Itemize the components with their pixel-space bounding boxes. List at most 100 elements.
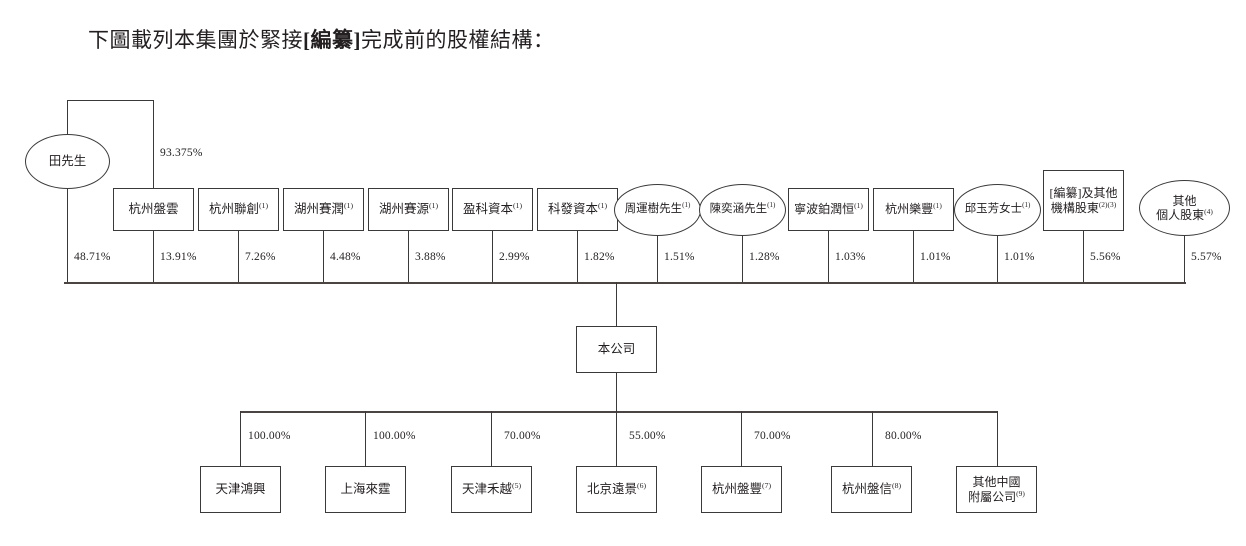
footnote-ref-sub-6: (9) (1016, 488, 1025, 498)
footnote-ref-2: (1) (258, 200, 269, 210)
footnote-ref-7: (1) (682, 201, 691, 210)
company-node[interactable]: 本公司 (576, 326, 657, 373)
shareholder-node-yingke-capital[interactable]: 盈科資本(1) (452, 188, 533, 231)
drop-line-8 (742, 235, 744, 283)
drop-line-1 (153, 230, 155, 283)
shareholder-pct-3: 4.48% (330, 251, 361, 263)
subsidiary-node-tianjin-hongxing[interactable]: 天津鴻興 (200, 466, 281, 513)
sub-drop-line-6 (997, 411, 999, 466)
connector-controller-up (67, 100, 69, 142)
shareholder-bus-line (64, 282, 1186, 284)
connector-company-to-sub-bus (616, 373, 618, 412)
sub-drop-line-3 (616, 411, 618, 466)
footnote-ref-sub-4: (7) (761, 480, 772, 490)
sub-drop-line-2 (491, 411, 493, 466)
drop-line-3 (323, 230, 325, 283)
subsidiary-pct-2: 70.00% (504, 430, 541, 442)
subsidiary-node-shanghai-laiting[interactable]: 上海來霆 (325, 466, 406, 513)
shareholder-pct-5: 2.99% (499, 251, 530, 263)
shareholder-pct-8: 1.28% (749, 251, 780, 263)
footnote-ref-sub-2: (5) (511, 480, 522, 490)
shareholder-label-7: 周運樹先生(1) (624, 201, 691, 216)
footnote-ref-sub-3: (6) (636, 480, 647, 490)
footnote-ref-5: (1) (512, 200, 523, 210)
drop-line-4 (408, 230, 410, 283)
subsidiary-node-other-prc-subsidiaries[interactable]: 其他中國 附屬公司(9) (956, 466, 1037, 513)
footnote-ref-3: (1) (343, 200, 354, 210)
title-prefix: 下圖載列本集團於緊接 (88, 28, 303, 52)
footnote-ref-13: (4) (1204, 207, 1213, 216)
shareholder-node-chen-yihan[interactable]: 陳奕涵先生(1) (699, 184, 786, 236)
shareholder-pct-9: 1.03% (835, 251, 866, 263)
shareholder-label-13: 其他 個人股東(4) (1156, 193, 1213, 222)
subsidiary-pct-4: 70.00% (754, 430, 791, 442)
connector-controller-across (67, 100, 154, 102)
shareholder-pct-13: 5.57% (1191, 251, 1222, 263)
control-pct-label: 93.375% (160, 147, 203, 159)
drop-line-10 (913, 230, 915, 283)
shareholder-node-other-individual-shareholders[interactable]: 其他 個人股東(4) (1139, 180, 1230, 236)
shareholder-node-zhou-yunshu[interactable]: 周運樹先生(1) (614, 184, 701, 236)
shareholder-node-hangzhou-lefeng[interactable]: 杭州樂豐(1) (873, 188, 954, 231)
subsidiary-node-hangzhou-panfeng[interactable]: 杭州盤豐(7) (701, 466, 782, 513)
shareholder-node-tian-xiansheng[interactable]: 田先生 (25, 134, 110, 189)
sub-drop-line-0 (240, 411, 242, 466)
footnote-ref-6: (1) (597, 200, 608, 210)
subsidiary-node-hangzhou-panxin[interactable]: 杭州盤信(8) (831, 466, 912, 513)
shareholder-label-0: 田先生 (48, 154, 87, 169)
connector-bus-to-company (616, 282, 618, 326)
subsidiary-pct-1: 100.00% (373, 430, 416, 442)
connector-controller-down-to-panyun (153, 100, 155, 188)
shareholder-node-qiu-yufang[interactable]: 邱玉芳女士(1) (954, 184, 1041, 236)
shareholder-label-10: 杭州樂豐(1) (885, 201, 942, 217)
footnote-ref-8: (1) (767, 201, 776, 210)
shareholder-pct-1: 13.91% (160, 251, 197, 263)
shareholder-node-hangzhou-panyun[interactable]: 杭州盤雲 (113, 188, 194, 231)
subsidiary-node-tianjin-heyue[interactable]: 天津禾越(5) (451, 466, 532, 513)
title-bracketed-term: [編纂] (303, 28, 361, 52)
shareholder-pct-10: 1.01% (920, 251, 951, 263)
shareholder-node-huzhou-sairun[interactable]: 湖州賽潤(1) (283, 188, 364, 231)
drop-line-5 (492, 230, 494, 283)
shareholder-label-6: 科發資本(1) (547, 200, 608, 217)
drop-line-11 (997, 235, 999, 283)
subsidiary-pct-0: 100.00% (248, 430, 291, 442)
shareholder-label-8: 陳奕涵先生(1) (709, 201, 776, 216)
shareholder-label-3: 湖州賽潤(1) (293, 200, 354, 217)
sub-drop-line-5 (872, 411, 874, 466)
shareholder-node-hangzhou-lianchuang[interactable]: 杭州聯創(1) (198, 188, 279, 231)
shareholder-label-2: 杭州聯創(1) (208, 200, 269, 217)
shareholder-pct-0: 48.71% (74, 251, 111, 263)
shareholder-pct-6: 1.82% (584, 251, 615, 263)
shareholder-label-4: 湖州賽源(1) (378, 200, 439, 217)
shareholder-label-1: 杭州盤雲 (128, 202, 179, 217)
subsidiary-label-1: 上海來霆 (340, 482, 391, 497)
shareholder-node-institutional-shareholders[interactable]: [編纂]及其他 機構股東(2)(3) (1043, 170, 1124, 231)
shareholder-label-9: 寧波鉑潤恒(1) (794, 201, 863, 217)
subsidiary-node-beijing-yuanjing[interactable]: 北京遠景(6) (576, 466, 657, 513)
footnote-ref-10: (1) (933, 201, 942, 211)
footnote-ref-sub-5: (8) (891, 480, 902, 490)
sub-drop-line-1 (365, 411, 367, 466)
subsidiary-pct-5: 80.00% (885, 430, 922, 442)
sub-drop-line-4 (741, 411, 743, 466)
shareholder-node-ningbo-borunheng[interactable]: 寧波鉑潤恒(1) (788, 188, 869, 231)
footnote-ref-12: (2)(3) (1098, 199, 1117, 209)
shareholder-pct-11: 1.01% (1004, 251, 1035, 263)
drop-line-9 (828, 230, 830, 283)
shareholder-node-kefa-capital[interactable]: 科發資本(1) (537, 188, 618, 231)
shareholder-pct-2: 7.26% (245, 251, 276, 263)
subsidiary-label-6: 其他中國 附屬公司(9) (968, 475, 1025, 504)
subsidiary-label-4: 杭州盤豐(7) (711, 480, 772, 497)
subsidiary-label-5: 杭州盤信(8) (841, 480, 902, 497)
subsidiary-bus-line (240, 411, 998, 413)
subsidiary-label-3: 北京遠景(6) (586, 480, 647, 497)
subsidiary-pct-3: 55.00% (629, 430, 666, 442)
shareholder-label-11: 邱玉芳女士(1) (964, 201, 1031, 216)
drop-line-7 (657, 235, 659, 283)
shareholder-label-5: 盈科資本(1) (462, 200, 523, 217)
drop-line-13 (1184, 235, 1186, 283)
shareholder-node-huzhou-saiyuan[interactable]: 湖州賽源(1) (368, 188, 449, 231)
company-label: 本公司 (597, 342, 636, 357)
